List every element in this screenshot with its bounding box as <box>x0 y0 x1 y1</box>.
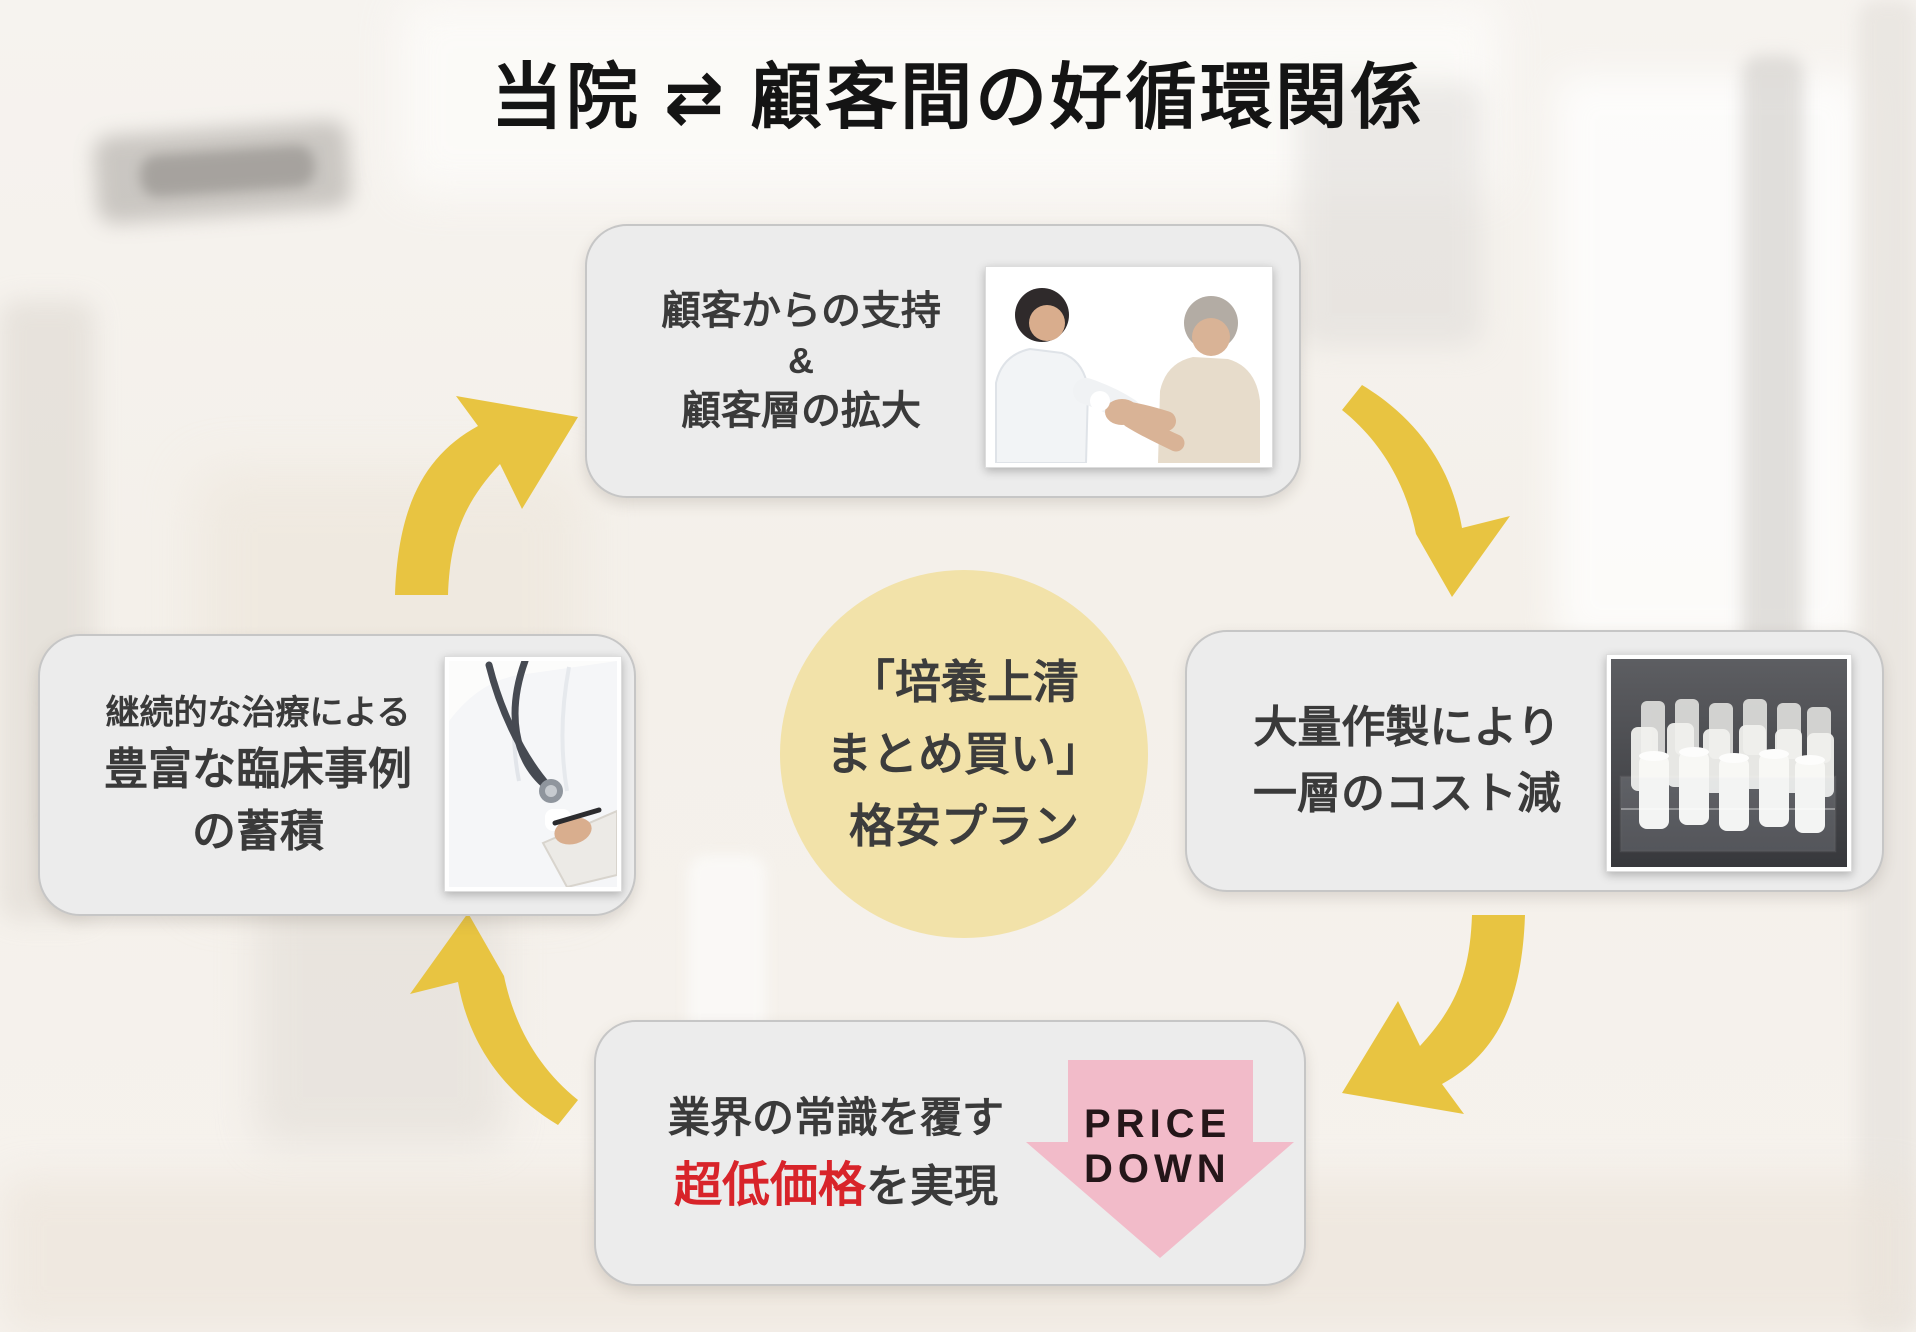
price-down-arrow-shape <box>1026 1060 1294 1258</box>
right-box-mass-production: 大量作製により 一層のコスト減 <box>1185 630 1884 892</box>
center-circle-plan: 「培養上清 まとめ買い」 格安プラン <box>780 570 1148 938</box>
left-box-line2: 豊富な臨床事例 <box>104 745 412 794</box>
bottom-box-line1: 業界の常識を覆す <box>667 1093 1004 1141</box>
left-box-text: 継続的な治療による 豊富な臨床事例 の蓄積 <box>54 636 462 914</box>
bottom-box-low-price: 業界の常識を覆す 超低価格を実現 PRICE DOWN <box>594 1020 1306 1286</box>
bg-right-stripes <box>1298 82 1483 347</box>
top-box-line1: 顧客からの支持 <box>661 289 941 333</box>
center-circle-line3: 格安プラン <box>849 800 1079 852</box>
left-box-clinical-cases: 継続的な治療による 豊富な臨床事例 の蓄積 <box>38 634 636 916</box>
bottom-box-line2: 超低価格を実現 <box>673 1158 998 1213</box>
price-down-line1: PRICE <box>1084 1102 1232 1146</box>
doctor-patient-handshake-photo <box>985 266 1273 468</box>
price-down-line2: DOWN <box>1084 1147 1231 1191</box>
top-box-customer-support: 顧客からの支持 & 顧客層の拡大 <box>585 224 1301 498</box>
bottom-box-line2-highlight: 超低価格 <box>673 1158 866 1212</box>
top-box-text: 顧客からの支持 & 顧客層の拡大 <box>605 226 997 496</box>
right-box-line1: 大量作製により <box>1253 703 1561 752</box>
culture-supernatant-vial-rack-photo <box>1606 654 1852 872</box>
price-down-label: PRICE DOWN <box>1084 1102 1231 1192</box>
top-box-line3: 顧客層の拡大 <box>681 389 921 433</box>
center-circle-line1: 「培養上清 <box>849 656 1079 708</box>
center-circle-line2: まとめ買い」 <box>826 728 1102 780</box>
bg-right-window <box>1555 75 1865 645</box>
left-box-line3: の蓄積 <box>192 807 324 856</box>
left-box-line1: 継続的な治療による <box>105 694 411 732</box>
doctor-writing-clipboard-photo <box>444 656 622 892</box>
bottom-box-text: 業界の常識を覆す 超低価格を実現 <box>616 1022 1056 1284</box>
bottom-box-line2-rest: を実現 <box>866 1161 998 1211</box>
top-box-ampersand: & <box>788 340 814 381</box>
price-down-arrow: PRICE DOWN <box>1026 1060 1294 1258</box>
right-box-text: 大量作製により 一層のコスト減 <box>1203 632 1611 890</box>
right-box-line2: 一層のコスト減 <box>1253 769 1561 818</box>
page-title: 当院 ⇄ 顧客間の好循環関係 <box>490 58 1426 138</box>
